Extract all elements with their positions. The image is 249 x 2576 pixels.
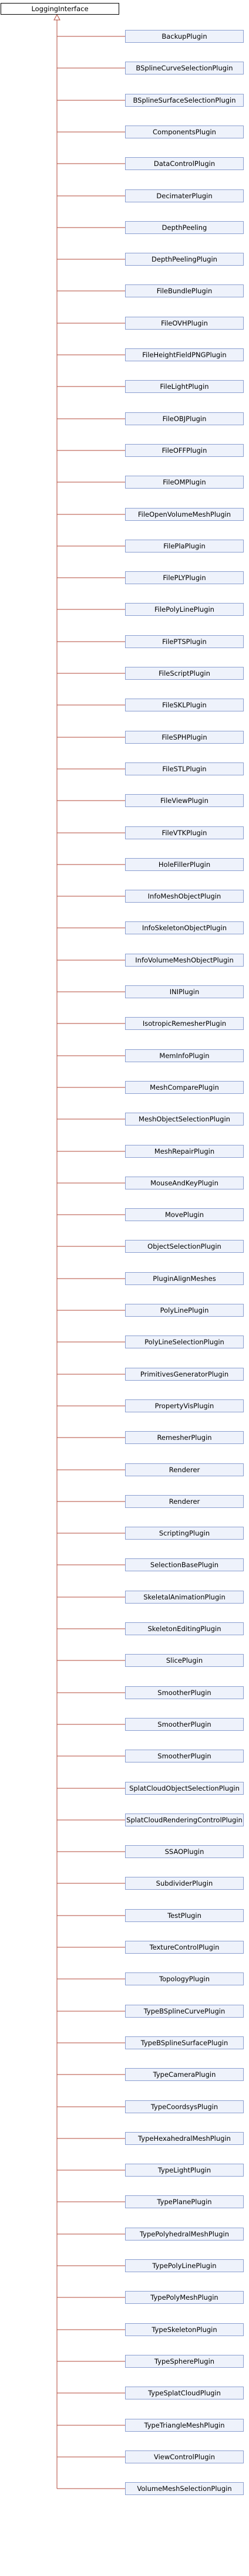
derived-class-node[interactable]: InfoVolumeMeshObjectPlugin bbox=[125, 954, 244, 967]
derived-class-node[interactable]: InfoSkeletonObjectPlugin bbox=[125, 921, 244, 934]
derived-class-node[interactable]: RemesherPlugin bbox=[125, 1431, 244, 1444]
derived-class-node[interactable]: PolyLinePlugin bbox=[125, 1304, 244, 1317]
derived-class-node[interactable]: IsotropicRemesherPlugin bbox=[125, 1017, 244, 1030]
derived-class-node[interactable]: FileOVHPlugin bbox=[125, 317, 244, 330]
derived-class-node[interactable]: SelectionBasePlugin bbox=[125, 1558, 244, 1571]
derived-class-node[interactable]: TypePolyhedralMeshPlugin bbox=[125, 2228, 244, 2241]
derived-class-node[interactable]: MouseAndKeyPlugin bbox=[125, 1177, 244, 1189]
derived-class-node[interactable]: SkeletonEditingPlugin bbox=[125, 1622, 244, 1635]
derived-class-node[interactable]: TypePolyLinePlugin bbox=[125, 2259, 244, 2272]
derived-class-node[interactable]: FileViewPlugin bbox=[125, 794, 244, 807]
derived-class-node[interactable]: PropertyVisPlugin bbox=[125, 1399, 244, 1412]
derived-class-node[interactable]: TestPlugin bbox=[125, 1909, 244, 1922]
derived-class-node[interactable]: TypeTriangleMeshPlugin bbox=[125, 2419, 244, 2432]
derived-class-node[interactable]: TypeCoordsysPlugin bbox=[125, 2100, 244, 2113]
derived-class-node[interactable]: MeshRepairPlugin bbox=[125, 1145, 244, 1158]
derived-class-node[interactable]: FileSKLPlugin bbox=[125, 699, 244, 711]
derived-class-node[interactable]: FileHeightFieldPNGPlugin bbox=[125, 348, 244, 361]
base-class-node[interactable]: LoggingInterface bbox=[1, 3, 119, 15]
derived-class-node[interactable]: TypeHexahedralMeshPlugin bbox=[125, 2132, 244, 2145]
derived-class-node[interactable]: BSplineSurfaceSelectionPlugin bbox=[125, 94, 244, 107]
derived-class-node[interactable]: BackupPlugin bbox=[125, 30, 244, 43]
derived-class-node[interactable]: DepthPeelingPlugin bbox=[125, 253, 244, 266]
inheritance-arrowhead bbox=[53, 13, 60, 21]
derived-class-node[interactable]: FileScriptPlugin bbox=[125, 667, 244, 680]
derived-class-node[interactable]: FilePTSPlugin bbox=[125, 635, 244, 648]
derived-class-node[interactable]: SubdividerPlugin bbox=[125, 1877, 244, 1890]
derived-class-node[interactable]: FileOFFPlugin bbox=[125, 444, 244, 457]
derived-class-node[interactable]: FileSTLPlugin bbox=[125, 762, 244, 775]
derived-class-node[interactable]: TypeSkeletonPlugin bbox=[125, 2323, 244, 2336]
derived-class-node[interactable]: SmootherPlugin bbox=[125, 1686, 244, 1699]
derived-class-node[interactable]: FileOpenVolumeMeshPlugin bbox=[125, 508, 244, 521]
derived-class-node[interactable]: HoleFillerPlugin bbox=[125, 858, 244, 871]
derived-class-node[interactable]: TypeBSplineSurfacePlugin bbox=[125, 2036, 244, 2049]
derived-class-node[interactable]: PluginAlignMeshes bbox=[125, 1272, 244, 1285]
derived-class-node[interactable]: InfoMeshObjectPlugin bbox=[125, 890, 244, 903]
derived-class-node[interactable]: DepthPeeling bbox=[125, 221, 244, 234]
derived-class-node[interactable]: FileVTKPlugin bbox=[125, 826, 244, 839]
derived-class-node[interactable]: FilePlaPlugin bbox=[125, 540, 244, 553]
derived-class-node[interactable]: Renderer bbox=[125, 1463, 244, 1476]
derived-class-node[interactable]: FileLightPlugin bbox=[125, 380, 244, 393]
derived-class-node[interactable]: MeshObjectSelectionPlugin bbox=[125, 1113, 244, 1126]
derived-class-node[interactable]: FileOMPlugin bbox=[125, 476, 244, 489]
derived-class-node[interactable]: TypeSpherePlugin bbox=[125, 2355, 244, 2368]
derived-class-node[interactable]: TypePlanePlugin bbox=[125, 2195, 244, 2208]
derived-class-node[interactable]: FilePLYPlugin bbox=[125, 571, 244, 584]
derived-class-node[interactable]: VolumeMeshSelectionPlugin bbox=[125, 2482, 244, 2495]
derived-class-node[interactable]: DecimaterPlugin bbox=[125, 189, 244, 202]
derived-class-node[interactable]: SplatCloudRenderingControlPlugin bbox=[125, 1814, 244, 1826]
derived-class-node[interactable]: PolyLineSelectionPlugin bbox=[125, 1336, 244, 1348]
derived-class-node[interactable]: ViewControlPlugin bbox=[125, 2450, 244, 2463]
derived-class-node[interactable]: FileBundlePlugin bbox=[125, 284, 244, 297]
derived-class-node[interactable]: TypeSplatCloudPlugin bbox=[125, 2387, 244, 2399]
derived-class-node[interactable]: SkeletalAnimationPlugin bbox=[125, 1591, 244, 1604]
derived-class-node[interactable]: SlicePlugin bbox=[125, 1654, 244, 1667]
derived-class-node[interactable]: FileSPHPlugin bbox=[125, 731, 244, 744]
derived-class-node[interactable]: BSplineCurveSelectionPlugin bbox=[125, 62, 244, 74]
derived-class-node[interactable]: Renderer bbox=[125, 1495, 244, 1508]
derived-class-node[interactable]: SSAOPlugin bbox=[125, 1845, 244, 1858]
derived-class-node[interactable]: MovePlugin bbox=[125, 1208, 244, 1221]
derived-class-node[interactable]: MeshComparePlugin bbox=[125, 1081, 244, 1094]
derived-class-node[interactable]: SmootherPlugin bbox=[125, 1718, 244, 1731]
derived-class-node[interactable]: MemInfoPlugin bbox=[125, 1049, 244, 1062]
derived-class-node[interactable]: DataControlPlugin bbox=[125, 157, 244, 170]
derived-class-node[interactable]: ComponentsPlugin bbox=[125, 126, 244, 138]
derived-class-node[interactable]: SplatCloudObjectSelectionPlugin bbox=[125, 1782, 244, 1795]
derived-class-node[interactable]: TopologyPlugin bbox=[125, 1972, 244, 1985]
derived-class-node[interactable]: ScriptingPlugin bbox=[125, 1527, 244, 1540]
derived-class-node[interactable]: TypeLightPlugin bbox=[125, 2164, 244, 2177]
derived-class-node[interactable]: INIPlugin bbox=[125, 985, 244, 998]
derived-class-node[interactable]: FileOBJPlugin bbox=[125, 412, 244, 425]
derived-class-node[interactable]: TextureControlPlugin bbox=[125, 1941, 244, 1954]
derived-class-node[interactable]: PrimitivesGeneratorPlugin bbox=[125, 1368, 244, 1381]
derived-class-node[interactable]: FilePolyLinePlugin bbox=[125, 603, 244, 616]
derived-class-node[interactable]: SmootherPlugin bbox=[125, 1750, 244, 1762]
derived-class-node[interactable]: TypePolyMeshPlugin bbox=[125, 2291, 244, 2304]
derived-class-node[interactable]: ObjectSelectionPlugin bbox=[125, 1240, 244, 1253]
derived-class-node[interactable]: TypeCameraPlugin bbox=[125, 2068, 244, 2081]
derived-class-node[interactable]: TypeBSplineCurvePlugin bbox=[125, 2005, 244, 2018]
